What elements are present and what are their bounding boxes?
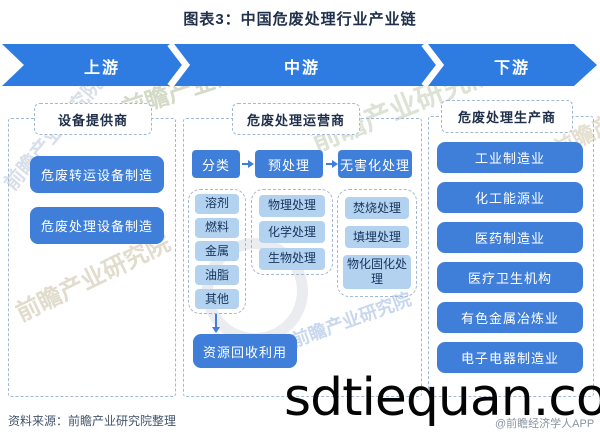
node-classification: 分类 xyxy=(192,150,240,178)
list-item: 物化固化处理 xyxy=(343,255,411,289)
harmless-treatment-group: 焚烧处理 填埋处理 物化固化处理 xyxy=(337,189,417,297)
list-item: 生物处理 xyxy=(259,247,325,270)
arrow-down-icon xyxy=(215,314,217,327)
node-pharma-manufacturing: 医药制造业 xyxy=(437,222,583,253)
list-item: 物理处理 xyxy=(259,194,325,217)
list-item: 化学处理 xyxy=(259,221,325,243)
banner-segment-midstream: 中游 xyxy=(283,60,320,77)
node-electronics-manufacturing: 电子电器制造业 xyxy=(437,342,583,373)
arrow-right-icon xyxy=(242,163,248,165)
node-waste-treatment-equipment: 危废处理设备制造 xyxy=(30,207,164,244)
classification-group: 溶剂 燃料 金属 油脂 其他 xyxy=(188,189,246,314)
list-item: 填埋处理 xyxy=(345,226,409,248)
banner-segment-upstream: 上游 xyxy=(83,60,120,77)
node-harmless-treatment: 无害化处理 xyxy=(338,150,412,178)
list-item: 燃料 xyxy=(195,217,239,238)
list-item: 金属 xyxy=(195,241,239,262)
arrow-down-icon xyxy=(211,327,220,333)
header-waste-producers: 危废处理生产商 xyxy=(441,100,573,133)
header-operators: 危废处理运营商 xyxy=(232,103,360,135)
list-item: 其他 xyxy=(195,289,239,310)
node-nonferrous-smelting: 有色金属冶炼业 xyxy=(437,302,583,333)
node-industrial-manufacturing: 工业制造业 xyxy=(437,142,583,173)
node-waste-transfer-equipment: 危废转运设备制造 xyxy=(30,156,164,193)
list-item: 焚烧处理 xyxy=(345,197,409,219)
list-item: 溶剂 xyxy=(195,193,239,214)
node-pretreatment: 预处理 xyxy=(255,150,323,178)
header-equipment-providers: 设备提供商 xyxy=(34,103,152,135)
node-chemical-energy: 化工能源业 xyxy=(437,182,583,213)
list-item: 油脂 xyxy=(195,265,239,286)
arrow-right-icon xyxy=(248,160,254,168)
footer-credit: @前瞻经济学人APP xyxy=(495,418,595,430)
arrow-right-icon xyxy=(332,160,338,168)
arrow-right-icon xyxy=(326,163,332,165)
banner-segment-downstream: 下游 xyxy=(493,60,530,77)
chevron-banner xyxy=(2,42,597,88)
pretreatment-group: 物理处理 化学处理 生物处理 xyxy=(251,189,333,275)
node-resource-recycling: 资源回收利用 xyxy=(193,334,297,368)
node-medical-institutions: 医疗卫生机构 xyxy=(437,262,583,293)
page-title: 图表3：中国危废处理行业产业链 xyxy=(183,11,417,28)
footer-source: 资料来源：前瞻产业研究院整理 xyxy=(8,414,177,428)
